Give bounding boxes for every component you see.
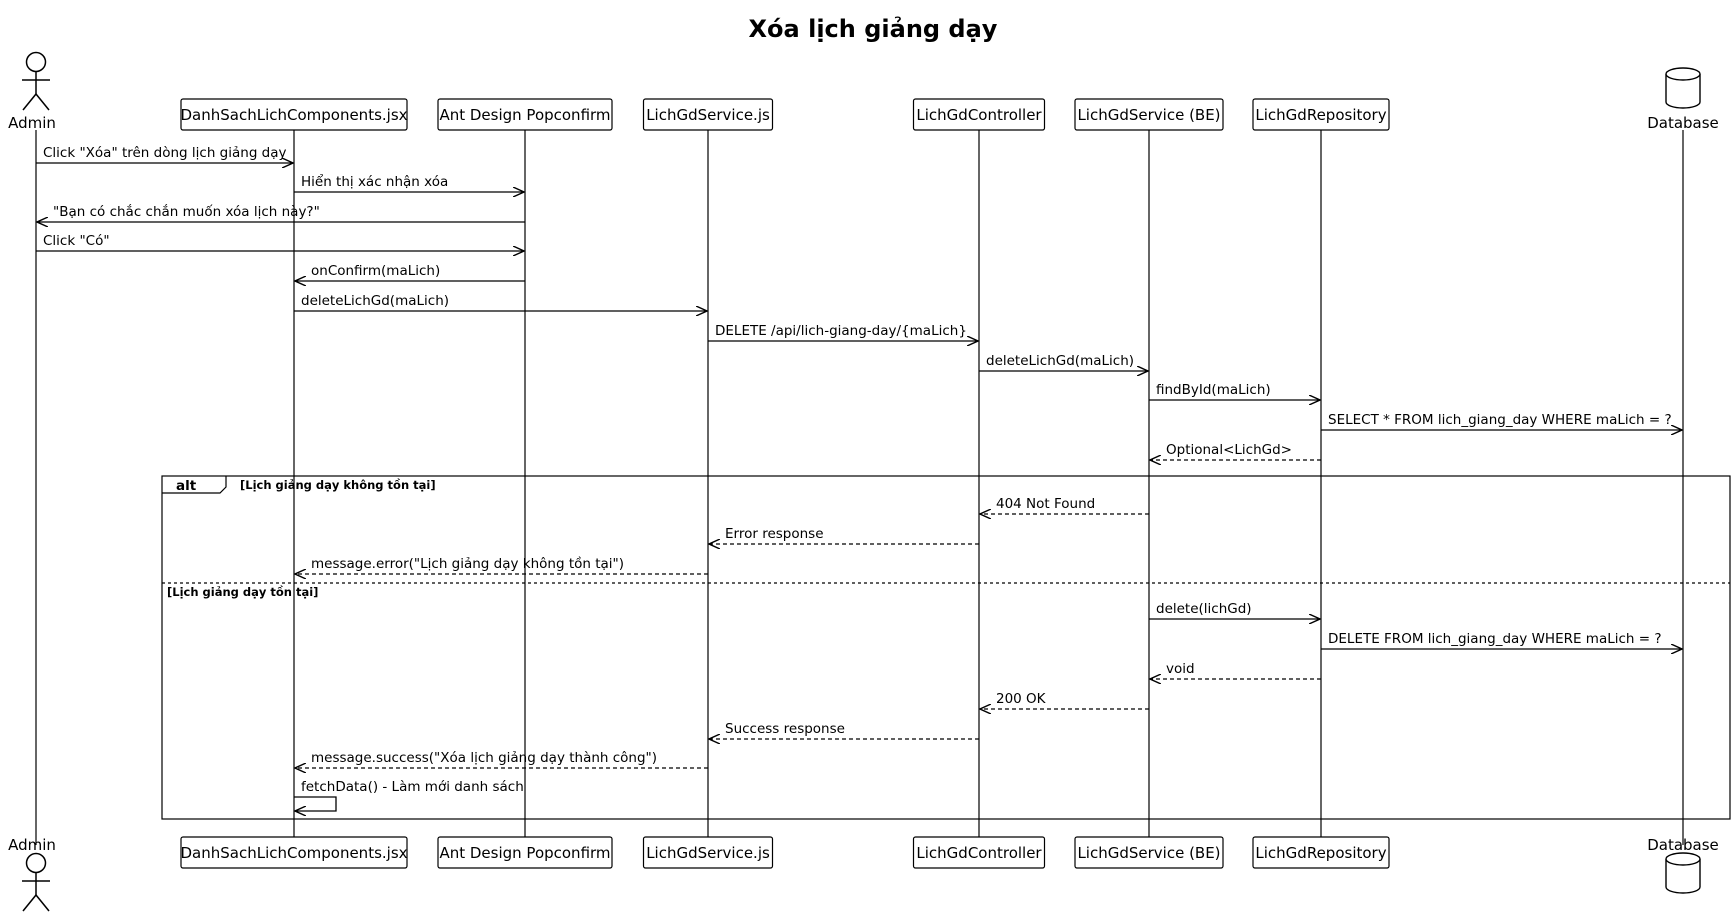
- participant-label: LichGdService (BE): [1077, 844, 1220, 862]
- participant-label: LichGdController: [916, 844, 1042, 862]
- message-label: "Bạn có chắc chắn muốn xóa lịch này?": [53, 203, 320, 220]
- fragment-guard: [Lịch giảng dạy không tồn tại]: [240, 478, 436, 492]
- message-label: onConfirm(maLich): [311, 263, 440, 279]
- message: Click "Có": [36, 233, 524, 251]
- message-label: message.error("Lịch giảng dạy không tồn …: [311, 555, 624, 572]
- participant-pop-top: Ant Design Popconfirm: [437, 98, 613, 131]
- participant-ds-top: DanhSachLichComponents.jsx: [180, 98, 408, 131]
- participant-label: LichGdRepository: [1255, 844, 1386, 862]
- actor-admin-bottom: Admin: [8, 836, 56, 912]
- participant-box: [642, 836, 774, 869]
- fragment-guard: [Lịch giảng dạy tồn tại]: [167, 585, 318, 599]
- participant-svcbe-top: LichGdService (BE): [1074, 98, 1224, 131]
- participant-label: LichGdService (BE): [1077, 106, 1220, 124]
- participant-label: DanhSachLichComponents.jsx: [180, 844, 407, 862]
- participant-svcjs-bottom: LichGdService.js: [642, 836, 774, 869]
- participant-label: LichGdController: [916, 106, 1042, 124]
- participant-box: [1074, 98, 1224, 131]
- participant-svcbe-bottom: LichGdService (BE): [1074, 836, 1224, 869]
- message: DELETE FROM lich_giang_day WHERE maLich …: [1321, 631, 1682, 649]
- participant-label: Ant Design Popconfirm: [439, 106, 610, 124]
- message-label: 200 OK: [996, 691, 1047, 707]
- message: message.error("Lịch giảng dạy không tồn …: [295, 555, 708, 574]
- message-label: fetchData() - Làm mới danh sách: [301, 779, 524, 795]
- message-label: Optional<LichGd>: [1166, 442, 1292, 458]
- message: "Bạn có chắc chắn muốn xóa lịch này?": [37, 203, 525, 222]
- participant-box: [912, 836, 1046, 869]
- message-label: message.success("Xóa lịch giảng dạy thàn…: [311, 750, 657, 766]
- message-label: void: [1166, 661, 1195, 677]
- message: Click "Xóa" trên dòng lịch giảng dạy: [36, 145, 293, 163]
- participant-box: [437, 98, 613, 131]
- message: findById(maLich): [1149, 382, 1320, 400]
- message-label: Hiển thị xác nhận xóa: [301, 173, 448, 190]
- participant-box: [1252, 98, 1390, 131]
- participant-box: [1252, 836, 1390, 869]
- message: deleteLichGd(maLich): [294, 293, 707, 311]
- participant-box: [912, 98, 1046, 131]
- message-label: deleteLichGd(maLich): [986, 353, 1134, 369]
- participant-label: Ant Design Popconfirm: [439, 844, 610, 862]
- participant-box: [180, 836, 408, 869]
- participant-box: [642, 98, 774, 131]
- message: 404 Not Found: [980, 496, 1149, 514]
- message-label: Error response: [725, 526, 824, 542]
- message-label: SELECT * FROM lich_giang_day WHERE maLic…: [1328, 412, 1672, 428]
- message-label: Click "Có": [43, 233, 110, 249]
- participant-svcjs-top: LichGdService.js: [642, 98, 774, 131]
- message: DELETE /api/lich-giang-day/{maLich}: [708, 323, 978, 341]
- message: Optional<LichGd>: [1150, 442, 1321, 460]
- message-label: DELETE FROM lich_giang_day WHERE maLich …: [1328, 631, 1662, 647]
- message: void: [1150, 661, 1321, 679]
- message: Error response: [709, 526, 979, 544]
- message-label: DELETE /api/lich-giang-day/{maLich}: [715, 323, 967, 339]
- database-db-top: Database: [1647, 67, 1719, 132]
- message: deleteLichGd(maLich): [979, 353, 1148, 371]
- participant-box: [1074, 836, 1224, 869]
- participant-repo-top: LichGdRepository: [1252, 98, 1390, 131]
- participant-label: Admin: [8, 836, 56, 854]
- participant-label: Database: [1647, 836, 1719, 854]
- message-label: 404 Not Found: [996, 496, 1095, 512]
- participant-label: LichGdRepository: [1255, 106, 1386, 124]
- message: 200 OK: [980, 691, 1149, 709]
- participant-label: Admin: [8, 114, 56, 132]
- message: message.success("Xóa lịch giảng dạy thàn…: [295, 750, 708, 768]
- fragment-operator: alt: [176, 478, 197, 494]
- participant-ctrl-top: LichGdController: [912, 98, 1046, 131]
- participant-pop-bottom: Ant Design Popconfirm: [437, 836, 613, 869]
- message: fetchData() - Làm mới danh sách: [294, 779, 524, 811]
- message-label: Click "Xóa" trên dòng lịch giảng dạy: [43, 145, 287, 161]
- message: onConfirm(maLich): [295, 263, 525, 281]
- participant-repo-bottom: LichGdRepository: [1252, 836, 1390, 869]
- participant-box: [180, 98, 408, 131]
- participant-label: LichGdService.js: [646, 106, 770, 124]
- message-label: delete(lichGd): [1156, 601, 1252, 617]
- diagram-title: Xóa lịch giảng dạy: [749, 15, 998, 43]
- message-label: deleteLichGd(maLich): [301, 293, 449, 309]
- participant-box: [437, 836, 613, 869]
- participant-label: Database: [1647, 114, 1719, 132]
- alt-fragment: alt [Lịch giảng dạy không tồn tại] [Lịch g…: [161, 475, 1731, 820]
- participant-ds-bottom: DanhSachLichComponents.jsx: [180, 836, 408, 869]
- message: Hiển thị xác nhận xóa: [294, 173, 524, 192]
- message: SELECT * FROM lich_giang_day WHERE maLic…: [1321, 412, 1682, 430]
- message-label: Success response: [725, 721, 845, 737]
- participant-ctrl-bottom: LichGdController: [912, 836, 1046, 869]
- message: Success response: [709, 721, 979, 739]
- participant-label: LichGdService.js: [646, 844, 770, 862]
- database-db-bottom: Database: [1647, 836, 1719, 894]
- actor-admin-top: Admin: [8, 51, 56, 132]
- message-arrow: [294, 796, 337, 811]
- participant-label: DanhSachLichComponents.jsx: [180, 106, 407, 124]
- message-label: findById(maLich): [1156, 382, 1271, 398]
- message: delete(lichGd): [1149, 601, 1320, 619]
